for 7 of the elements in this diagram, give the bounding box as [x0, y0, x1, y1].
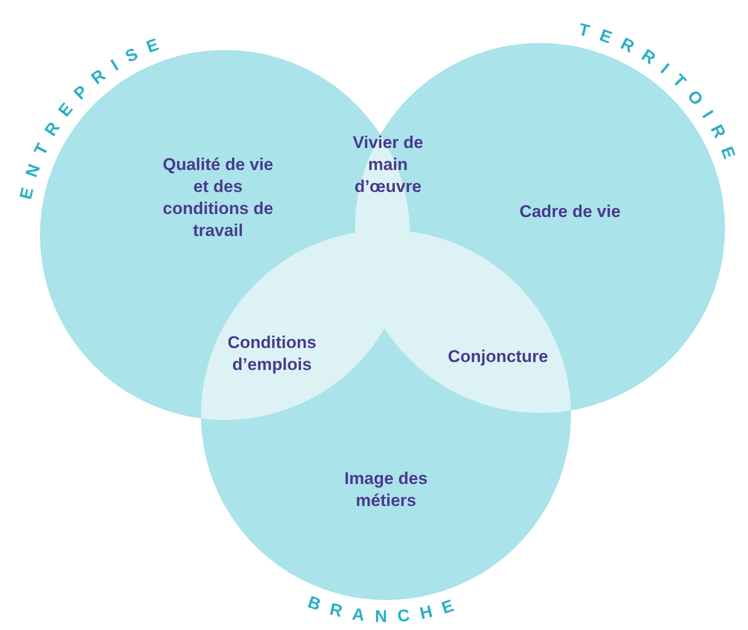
region-label: Image des métiers — [343, 468, 429, 512]
region-label: Conditions d’emplois — [226, 332, 318, 376]
region-label: Qualité de vie et des conditions de travail — [162, 154, 274, 242]
region-label: Conjoncture — [446, 346, 550, 368]
region-label: Cadre de vie — [518, 201, 622, 223]
region-label: Vivier de main d’œuvre — [352, 132, 424, 198]
circle-title: BRANCHE — [305, 592, 467, 626]
